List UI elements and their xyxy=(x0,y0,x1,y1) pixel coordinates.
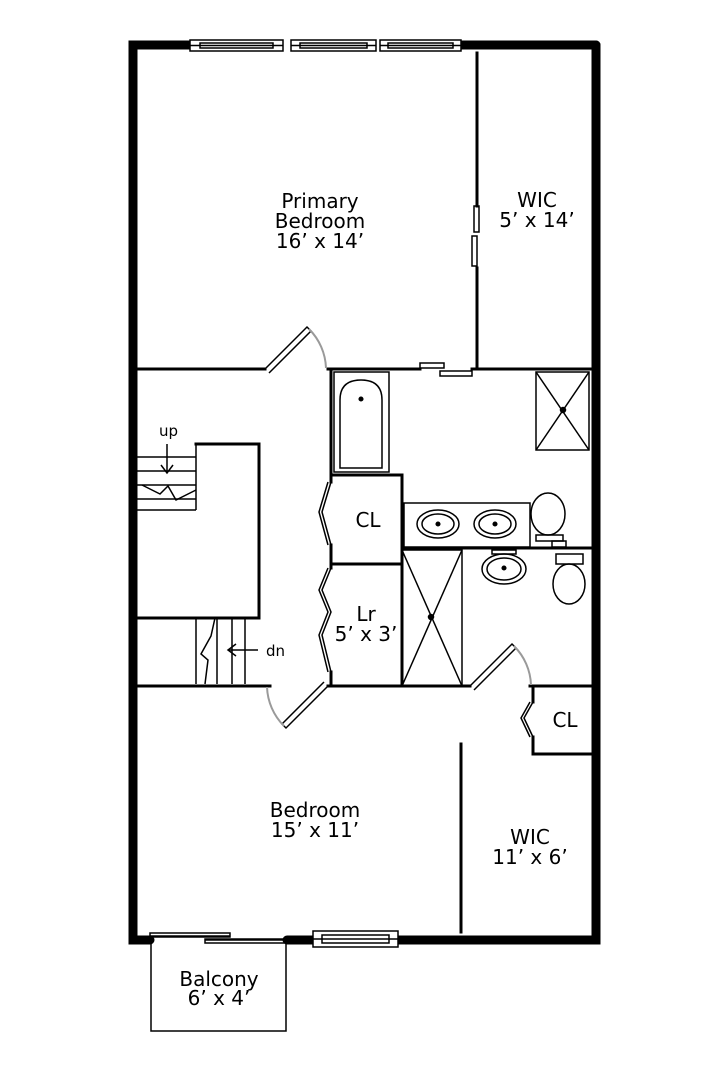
interior-walls xyxy=(135,51,594,934)
toilet-lower xyxy=(552,563,586,605)
room-labels: Primary Bedroom 16’ x 14’ WIC 5’ x 14’ C… xyxy=(159,188,578,1010)
room-size-bedroom: 15’ x 11’ xyxy=(271,818,359,842)
room-name-primary-line1: Primary xyxy=(281,189,358,213)
room-name-primary-wic: WIC xyxy=(517,188,557,212)
room-size-primary-wic: 5’ x 14’ xyxy=(499,208,574,232)
doors xyxy=(149,205,534,944)
bathroom-fixtures xyxy=(333,371,590,687)
shower-lower xyxy=(401,549,463,687)
room-size-bedroom-wic: 11’ x 6’ xyxy=(492,845,567,869)
exterior-walls xyxy=(128,40,601,945)
room-name-balcony: Balcony xyxy=(179,967,258,991)
balcony-outline xyxy=(150,940,287,1032)
bathtub xyxy=(333,371,390,473)
toilet-upper xyxy=(530,492,566,536)
vanity-double xyxy=(403,502,531,548)
staircase xyxy=(137,444,258,685)
room-size-balcony: 6’ x 4’ xyxy=(188,986,251,1010)
room-name-primary-line2: Bedroom xyxy=(275,209,365,233)
room-name-bedroom-wic: WIC xyxy=(510,825,550,849)
windows xyxy=(189,39,462,948)
stairs-down-label: dn xyxy=(266,642,285,660)
room-name-bedroom: Bedroom xyxy=(270,798,360,822)
shower-upper xyxy=(535,371,590,451)
room-size-primary: 16’ x 14’ xyxy=(276,229,364,253)
room-name-closet-upper: CL xyxy=(355,508,381,532)
stairs-up-label: up xyxy=(159,422,178,440)
room-size-laundry: 5’ x 3’ xyxy=(335,622,398,646)
room-name-closet-lower: CL xyxy=(552,708,578,732)
room-name-laundry: Lr xyxy=(356,602,376,626)
